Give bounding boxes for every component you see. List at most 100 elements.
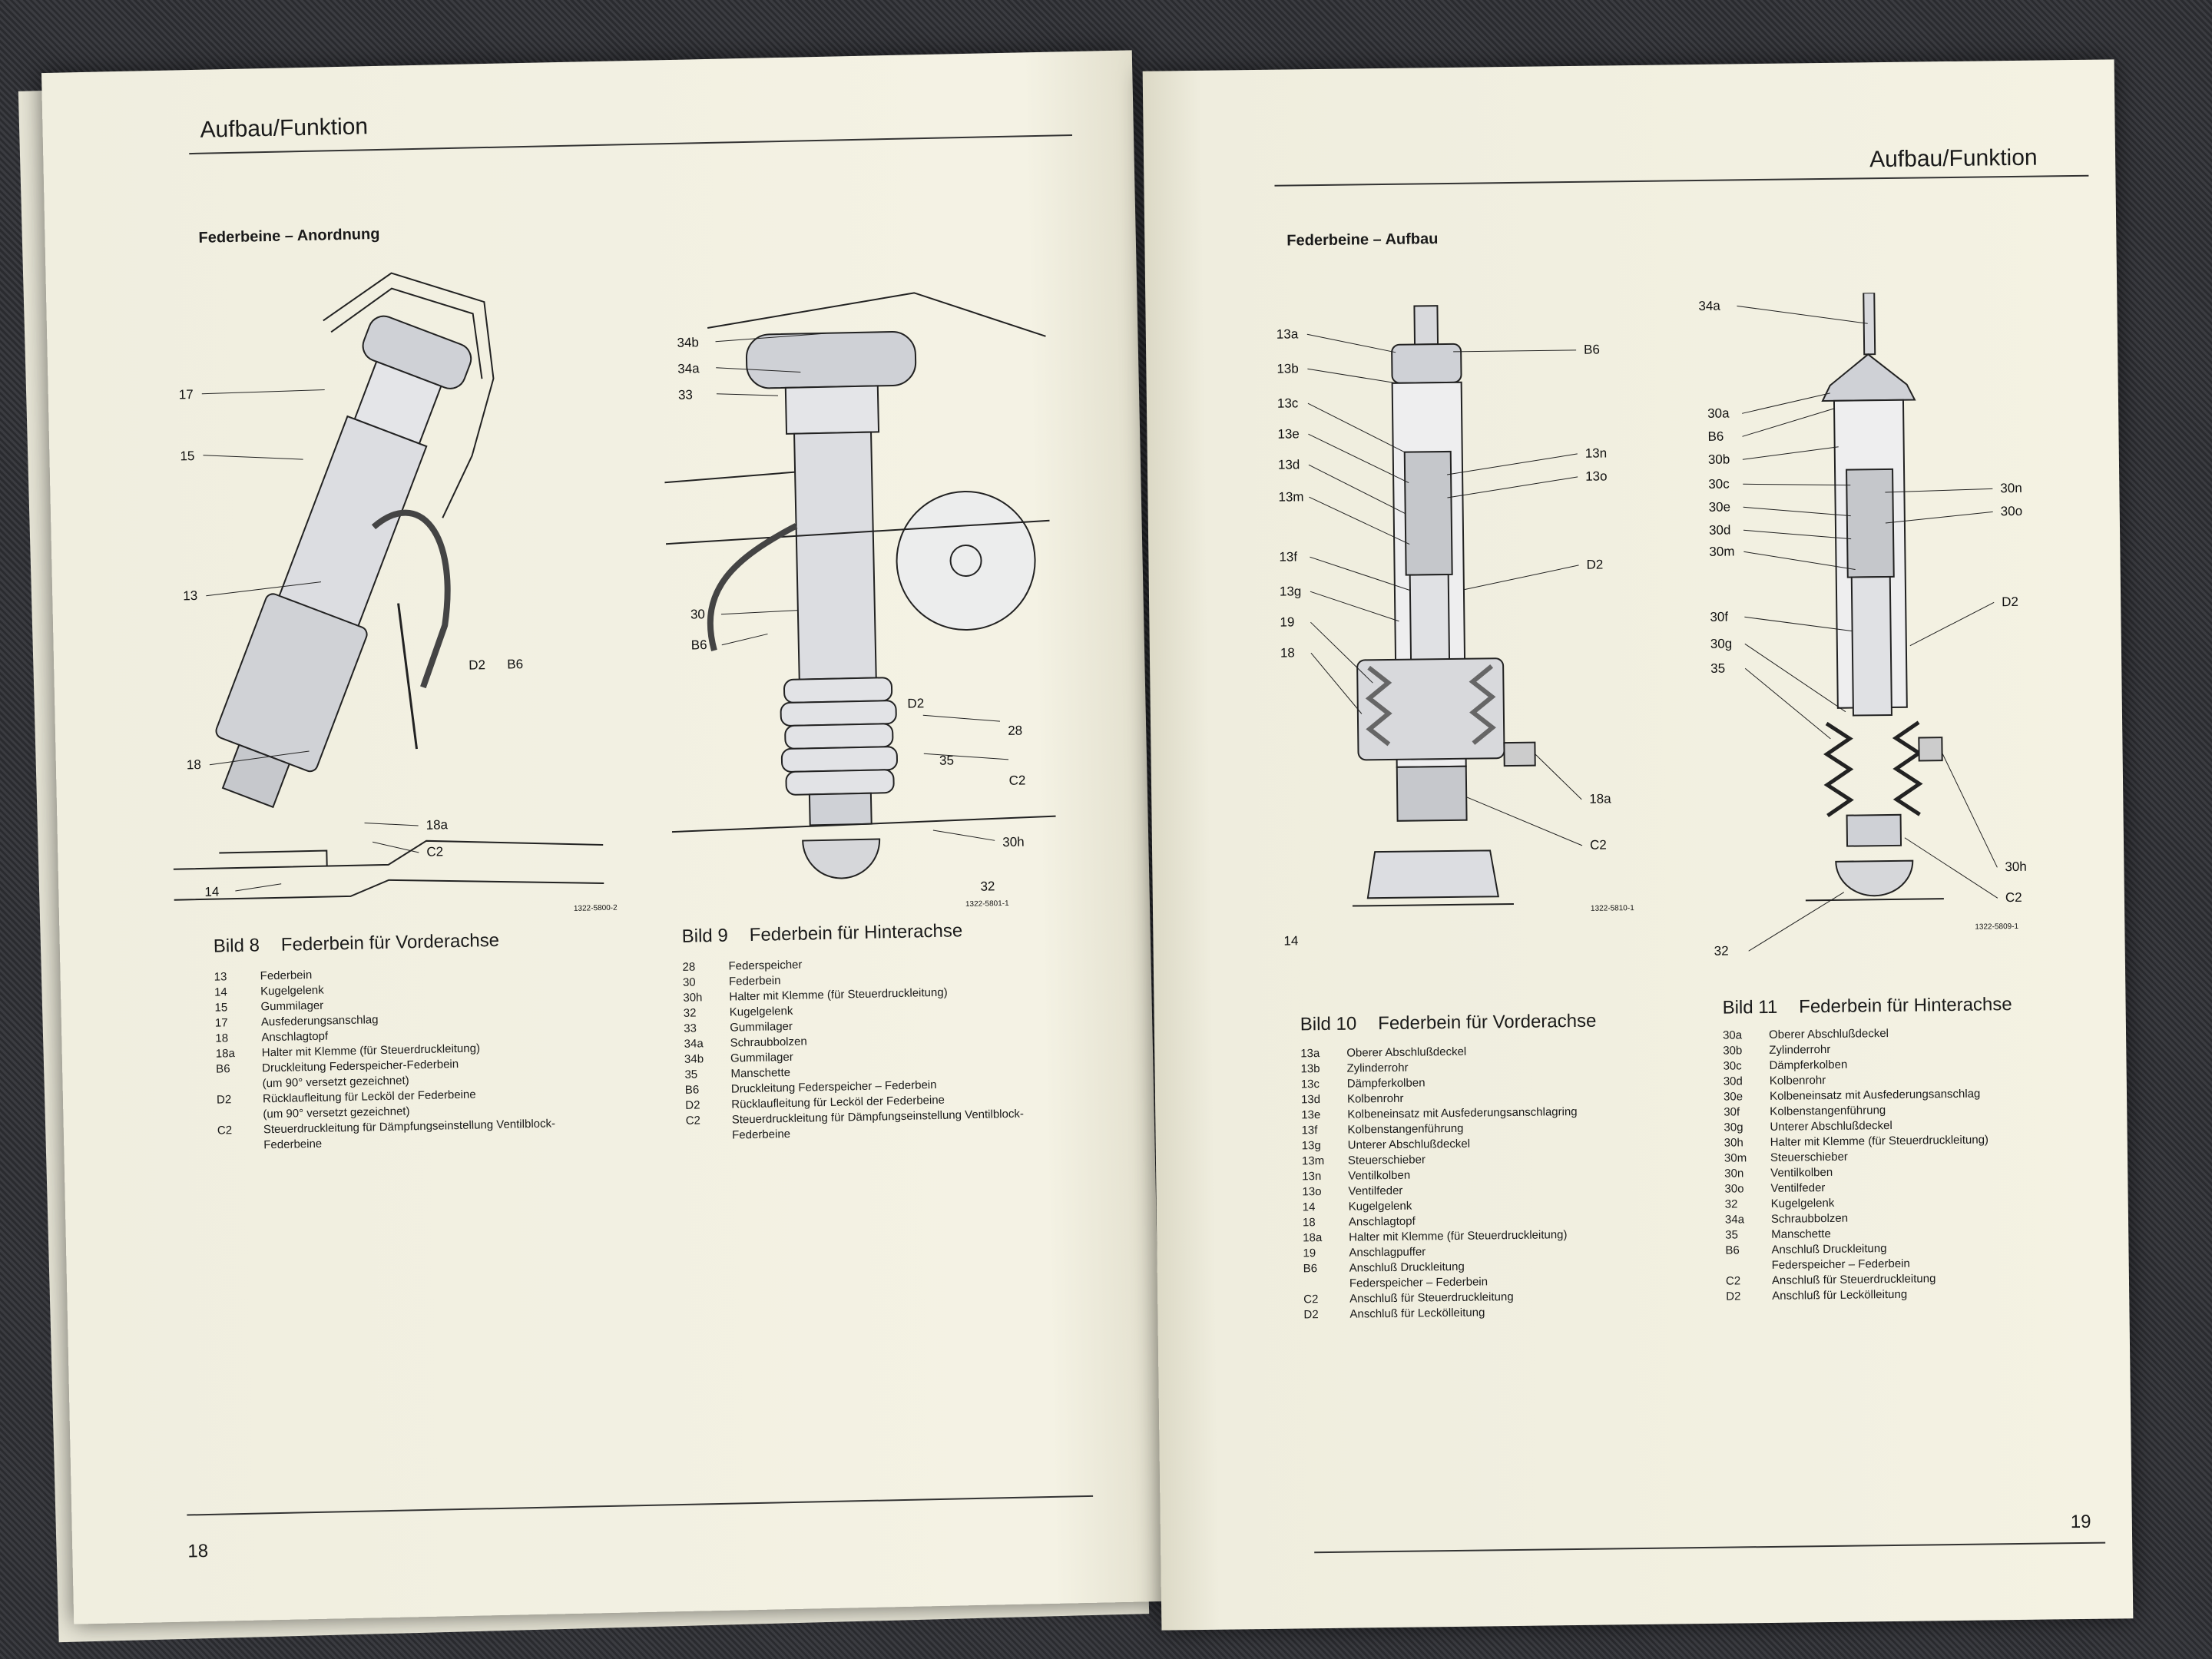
legend-key: 13d	[1300, 1093, 1321, 1107]
fig9-label: 30h	[1002, 835, 1025, 850]
figure-10-front-strut-section: 13a 13b 13c 13e 13d 13m 13f 13g 19 18 14…	[1277, 305, 1635, 949]
fig11-label: 30n	[2000, 481, 2022, 495]
legend-key: 13e	[1301, 1108, 1321, 1122]
legend-key: 15	[214, 1001, 228, 1015]
fig11-caption-number: Bild 11	[1722, 996, 1778, 1018]
legend-key	[217, 1107, 263, 1123]
legend-key: B6	[216, 1062, 230, 1076]
fig10-label: 13b	[1277, 361, 1299, 376]
legend-key: 30h	[683, 991, 703, 1005]
legend-key: 18a	[215, 1047, 236, 1061]
fig9-label: B6	[691, 637, 707, 652]
legend-key: 13f	[1301, 1124, 1318, 1137]
legend-key: 30e	[1723, 1090, 1743, 1104]
fig10-label: 13n	[1585, 445, 1608, 460]
fig9-label: 28	[1008, 724, 1022, 738]
body-mount-outline	[323, 272, 495, 518]
figure-10-labels: 13a 13b 13c 13e 13d 13m 13f 13g 19 18 14…	[1277, 326, 1635, 948]
legend-key: C2	[685, 1114, 701, 1128]
legend-key: 30	[682, 975, 696, 989]
fig10-label: 13f	[1279, 549, 1297, 564]
footer-rule	[187, 1495, 1094, 1516]
legend-key	[216, 1076, 262, 1092]
fig8-code: 1322-5800-2	[574, 904, 618, 913]
fig10-label: 13c	[1277, 396, 1299, 410]
fig10-caption-number: Bild 10	[1300, 1013, 1357, 1035]
fig10-caption: Bild 10 Federbein für Vorderachse	[1300, 1011, 1597, 1036]
fig11-code: 1322-5809-1	[1975, 922, 2018, 932]
fig10-label: 18a	[1589, 791, 1611, 806]
legend-key: 13o	[1302, 1185, 1322, 1199]
legend-key: 30g	[1724, 1121, 1743, 1134]
fig11-label: B6	[1707, 429, 1724, 444]
footer-rule	[1314, 1541, 2106, 1554]
fig9-label: 30	[690, 607, 705, 621]
legend-value: Anschluß für Leckölleitung	[1772, 1287, 1908, 1303]
fig10-caption-text: Federbein für Vorderachse	[1378, 1010, 1597, 1035]
fig9-code: 1322-5801-1	[965, 899, 1009, 909]
fig10-label: 14	[1283, 933, 1298, 948]
fig11-label: 30e	[1709, 499, 1731, 514]
fig11-label: 30b	[1708, 452, 1730, 467]
legend-key	[217, 1137, 263, 1154]
legend-key: 30n	[1724, 1167, 1744, 1181]
legend-key: 33	[684, 1022, 697, 1035]
legend-key: 18	[215, 1031, 229, 1045]
legend-key: 18a	[1303, 1231, 1323, 1245]
fig10-label: 13o	[1585, 469, 1608, 483]
fig9-caption-text: Federbein für Hinterachse	[749, 920, 963, 946]
legend-key: 34a	[684, 1037, 704, 1051]
fig9-caption-number: Bild 9	[681, 925, 729, 947]
fig8-label: 18a	[426, 817, 448, 833]
page-number: 18	[187, 1540, 209, 1562]
legend-key: B6	[684, 1083, 700, 1097]
fig11-label: 30f	[1710, 610, 1728, 624]
fig8-label: 13	[183, 588, 197, 603]
fig11-label: C2	[2005, 890, 2022, 905]
legend-key	[1303, 1277, 1349, 1293]
fig11-label: D2	[2002, 594, 2018, 609]
fig10-label: B6	[1584, 343, 1600, 357]
page-header-title: Aufbau/Funktion	[1869, 144, 2038, 173]
fig10-label: 13e	[1277, 426, 1300, 441]
legend-key: 35	[684, 1068, 698, 1081]
figure-9-rear-strut: 34b 34a 33 30 B6 28 D2 35 C2 30h 32 1322…	[664, 292, 1056, 909]
legend-value: Anschluß für Leckölleitung	[1349, 1306, 1485, 1321]
fig9-label: 34b	[677, 335, 699, 350]
fig8-caption-text: Federbein für Vorderachse	[280, 929, 500, 955]
section-title: Federbeine – Anordnung	[198, 225, 380, 247]
page-number: 19	[2070, 1511, 2091, 1533]
legend-key: B6	[1725, 1243, 1740, 1257]
section-title: Federbeine – Aufbau	[1286, 230, 1439, 250]
header-rule	[1274, 174, 2089, 187]
legend-key: 13c	[1300, 1078, 1320, 1091]
legend-key: 19	[1303, 1247, 1316, 1260]
fig8-label: 15	[180, 449, 194, 463]
fig8-label: C2	[426, 844, 443, 859]
fig10-label: 13g	[1280, 584, 1302, 598]
fig9-caption: Bild 9 Federbein für Hinterachse	[681, 920, 962, 948]
left-page: Aufbau/Funktion Federbeine – Anordnung	[41, 50, 1164, 1624]
fig10-label: D2	[1586, 558, 1603, 572]
legend-key: 13m	[1301, 1154, 1325, 1168]
fig11-caption-text: Federbein für Hinterachse	[1799, 994, 2012, 1018]
fig8-label: 18	[187, 757, 201, 772]
figure-11-labels: 34a 30a B6 30b 30c 30e 30d 30m 30f 30g 3…	[1698, 299, 2027, 959]
figure-8-front-strut: 17 15 13 D2 B6 18 18a C2 14 1322-5800-2	[173, 272, 618, 913]
fig8-label: 14	[204, 884, 219, 899]
legend-key: D2	[216, 1093, 232, 1107]
fig10-label: 13d	[1278, 457, 1300, 472]
fig8-label: D2	[469, 657, 485, 672]
fig9-label: 35	[939, 753, 954, 767]
legend-key: 30a	[1722, 1028, 1743, 1042]
legend-key: 17	[214, 1016, 228, 1030]
legend-key: C2	[217, 1124, 233, 1137]
fig11-label: 30h	[2005, 859, 2027, 874]
fig8-caption-number: Bild 8	[213, 935, 260, 957]
fig8-label: B6	[507, 657, 523, 671]
legend-key: 13a	[1300, 1047, 1320, 1061]
legend-key: 30c	[1723, 1059, 1742, 1073]
legend-key: C2	[1303, 1293, 1319, 1306]
legend-key: D2	[685, 1098, 700, 1112]
